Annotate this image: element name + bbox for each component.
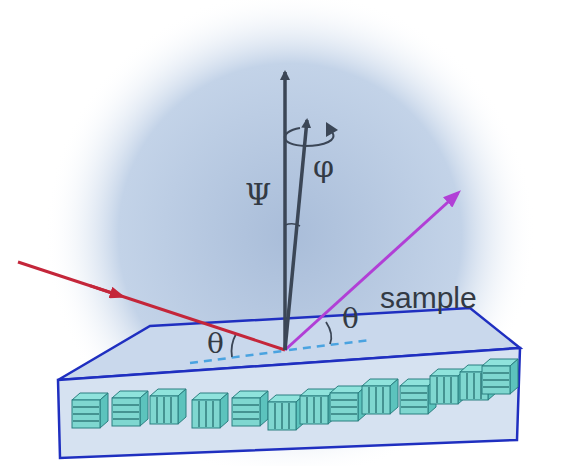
crystallites bbox=[72, 359, 518, 430]
background-glow bbox=[45, 0, 535, 466]
tilt-axis bbox=[285, 120, 307, 350]
theta-label: θ bbox=[207, 330, 224, 358]
diffracted-beam bbox=[285, 193, 458, 350]
beam-arrow bbox=[90, 286, 118, 295]
phi-label: φ bbox=[313, 152, 334, 182]
incident-beam bbox=[18, 262, 285, 350]
crystallite bbox=[268, 395, 304, 430]
surface-line bbox=[190, 351, 283, 363]
psi-label: Ψ bbox=[245, 180, 271, 210]
angle-arc bbox=[232, 334, 237, 357]
surface-normal bbox=[283, 72, 287, 350]
crystallite bbox=[192, 393, 228, 428]
angle-arc bbox=[326, 322, 331, 344]
sample-front bbox=[58, 348, 520, 458]
crystallite bbox=[482, 359, 518, 394]
surface-line bbox=[289, 340, 370, 350]
theta-label: θ bbox=[342, 305, 359, 333]
crystallite bbox=[72, 393, 108, 428]
sample-label: sample bbox=[380, 283, 477, 313]
crystallite bbox=[362, 379, 398, 414]
angle-arc bbox=[285, 224, 300, 226]
crystallite bbox=[150, 389, 186, 424]
crystallite bbox=[330, 386, 366, 421]
crystallite bbox=[232, 391, 268, 426]
crystallite bbox=[112, 391, 148, 426]
rotation-head bbox=[326, 122, 338, 137]
